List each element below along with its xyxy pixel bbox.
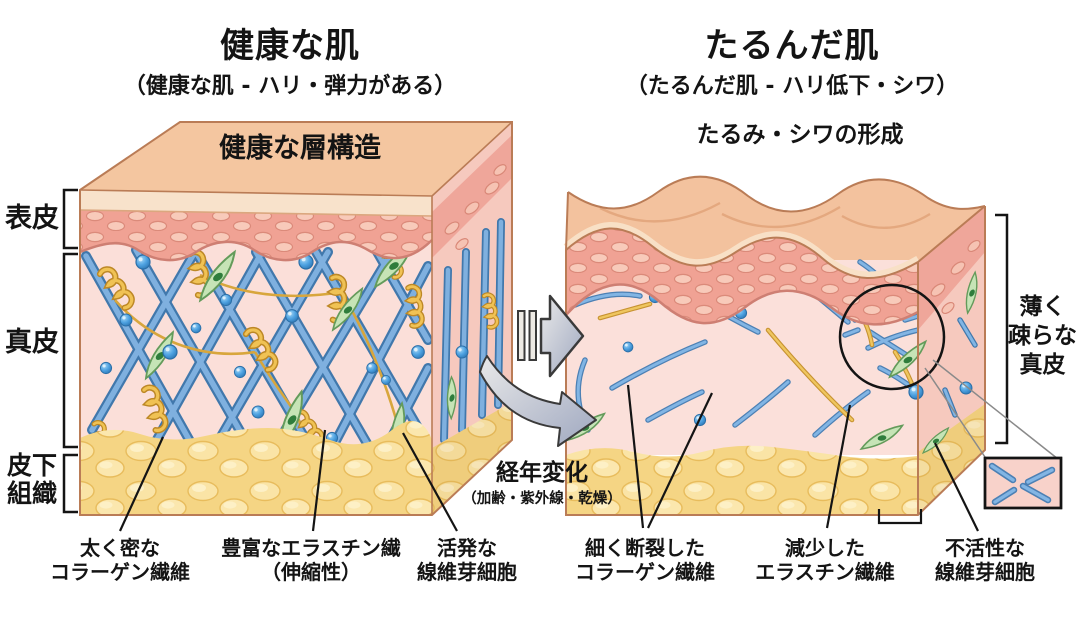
bracket-thin-dermis: [995, 213, 1009, 445]
aging-label: 経年変化: [496, 460, 588, 486]
left-top-face: [80, 122, 512, 196]
right-callout-elastin: 減少した エラスチン繊維: [755, 536, 895, 584]
label-thin-sparse-dermis: 薄く 疎らな 真皮: [1008, 294, 1077, 378]
label-epidermis: 表皮: [5, 203, 59, 234]
callout-line: [825, 404, 852, 529]
left-callout-elastin: 豊富なエラスチン繊 （伸縮性）: [221, 536, 401, 584]
right-callout-fibroblast: 不活性な 線維芽細胞: [935, 536, 1035, 584]
label-subcutaneous: 皮下 組織: [6, 451, 57, 508]
wrinkle-lines: [599, 201, 931, 229]
transition-arrows: [479, 294, 597, 447]
right-title: たるんだ肌: [704, 26, 880, 66]
right-side-epidermis: [918, 206, 985, 330]
projection-line: [932, 359, 1059, 460]
annotations: [62, 188, 1059, 532]
left-title: 健康な肌: [220, 26, 360, 66]
right-block-caption: たるみ・シワの形成: [696, 122, 904, 148]
right-subtitle: （たるんだ肌 - ハリ低下・シワ）: [625, 74, 959, 99]
left-epidermis-layer: [80, 208, 432, 261]
right-subcutaneous-fat: [566, 445, 918, 515]
projection-line: [924, 367, 988, 461]
aging-sublabel: （加齢・紫外線・乾燥）: [462, 491, 622, 507]
broken-fiber-detail: [988, 462, 1056, 506]
bracket-epidermis: [62, 188, 78, 250]
callout-line: [934, 442, 979, 532]
arrow-speed-bar: [528, 310, 537, 361]
right-callout-collagen: 細く断裂した コラーゲン繊維: [575, 536, 715, 584]
curved-arrow-icon: [479, 355, 597, 447]
scale-bracket: [877, 509, 923, 525]
callout-line: [118, 436, 165, 532]
bracket-dermis: [62, 252, 78, 449]
left-block-caption: 健康な層構造: [219, 133, 381, 164]
left-surface-strip: [80, 190, 432, 216]
inset-zoom-box: [983, 456, 1063, 510]
left-subtitle: （健康な肌 - ハリ・弾力がある）: [123, 74, 457, 99]
left-callout-collagen: 太く密な コラーゲン繊維: [50, 536, 190, 584]
left-callout-fibroblast: 活発な 線維芽細胞: [417, 536, 517, 584]
magnifier-circle: [838, 283, 946, 391]
callout-line: [647, 392, 713, 529]
right-epidermis-layer: [566, 228, 918, 325]
right-block-outline: [565, 175, 986, 516]
aging-arrow-icon: [539, 294, 585, 378]
bracket-subcutaneous: [62, 453, 78, 514]
callout-line: [311, 429, 327, 532]
label-dermis: 真皮: [5, 327, 59, 358]
arrow-speed-bar: [517, 310, 526, 361]
left-side-fat: [432, 402, 512, 515]
callout-line: [402, 432, 458, 532]
left-skin-block: [79, 121, 513, 516]
callout-line: [626, 384, 645, 529]
right-skin-block: [560, 175, 988, 516]
left-subcutaneous-fat: [80, 421, 432, 515]
